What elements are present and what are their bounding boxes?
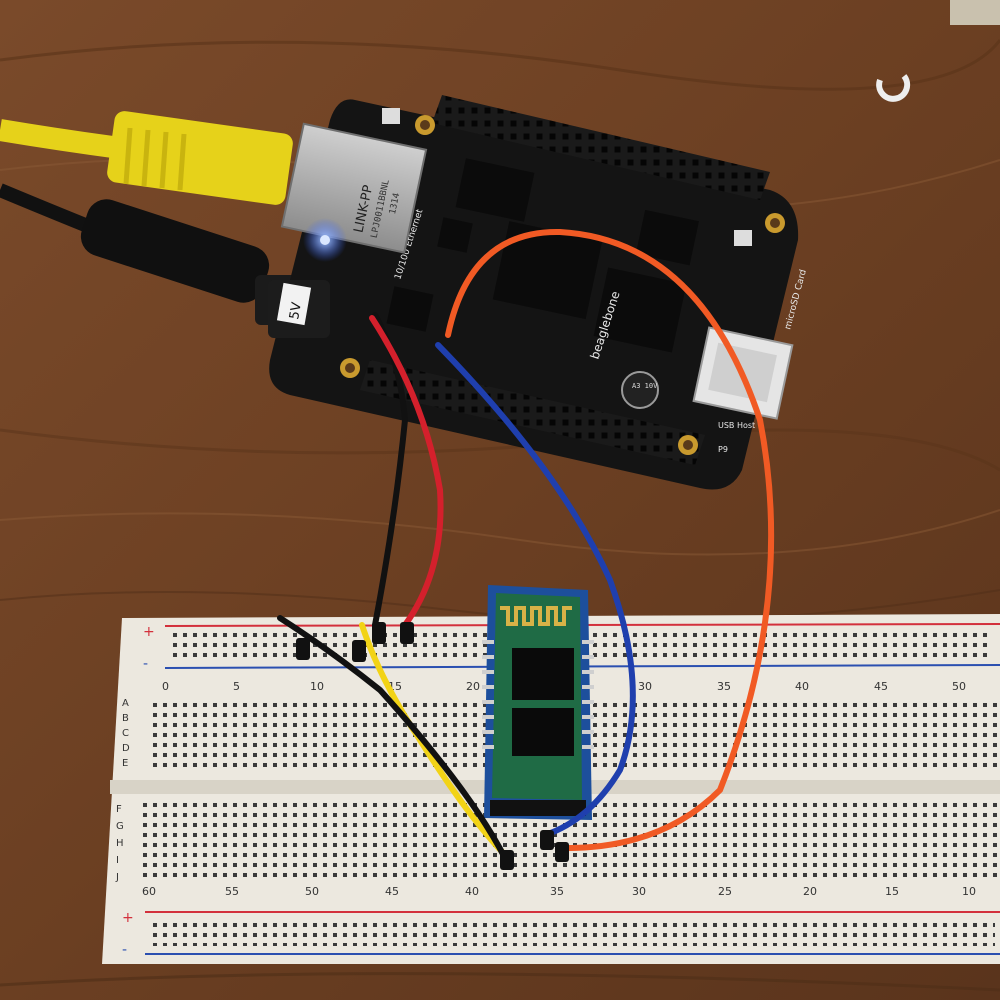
svg-text:C: C xyxy=(122,728,129,739)
wire-tip xyxy=(540,830,554,850)
reset-button xyxy=(382,108,400,124)
svg-text:45: 45 xyxy=(874,680,888,693)
rail-plus-top: + xyxy=(143,624,155,640)
wire-red-power xyxy=(369,315,444,628)
wire-tip xyxy=(296,638,310,660)
svg-text:5: 5 xyxy=(233,680,240,693)
svg-text:I: I xyxy=(116,855,119,866)
wire-tip xyxy=(500,850,514,870)
rail-minus-top: - xyxy=(143,656,148,672)
small-chip xyxy=(386,286,434,332)
svg-text:J: J xyxy=(115,872,119,883)
wire-black-ground xyxy=(277,615,508,861)
svg-text:50: 50 xyxy=(952,680,966,693)
svg-text:50: 50 xyxy=(305,885,319,898)
svg-text:30: 30 xyxy=(632,885,646,898)
pin-header xyxy=(490,800,586,816)
svg-text:40: 40 xyxy=(795,680,809,693)
header-p8 xyxy=(432,95,770,200)
plastic-clip xyxy=(876,74,911,102)
rail-minus-bottom: - xyxy=(122,942,127,958)
svg-text:60: 60 xyxy=(142,885,156,898)
svg-text:0: 0 xyxy=(162,680,169,693)
processor-chip xyxy=(492,221,603,320)
wire-tip xyxy=(372,622,386,644)
row-letters-top: A B C D E xyxy=(122,698,130,769)
svg-text:30: 30 xyxy=(638,680,652,693)
svg-text:55: 55 xyxy=(225,885,239,898)
power-tag: 5V xyxy=(287,301,305,321)
svg-text:20: 20 xyxy=(466,680,480,693)
row-letters-bottom: F G H I J xyxy=(115,804,124,883)
small-chip xyxy=(437,217,473,253)
wire-blue-signal xyxy=(435,342,636,838)
capacitor-label: A3 10V xyxy=(632,382,658,390)
memory-chip xyxy=(593,267,687,353)
svg-text:E: E xyxy=(122,758,128,769)
svg-text:45: 45 xyxy=(385,885,399,898)
svg-text:F: F xyxy=(116,804,122,815)
barrel-jack: 5V xyxy=(268,280,330,338)
svg-text:35: 35 xyxy=(717,680,731,693)
svg-text:20: 20 xyxy=(803,885,817,898)
bt-chip xyxy=(512,648,574,700)
pmic-chip xyxy=(455,158,535,222)
wire-tip xyxy=(352,640,366,662)
svg-text:H: H xyxy=(116,838,124,849)
svg-text:15: 15 xyxy=(885,885,899,898)
wire-tip xyxy=(555,842,569,862)
jack-code: 1314 xyxy=(388,192,402,215)
svg-text:A: A xyxy=(122,698,129,709)
jumper-wires xyxy=(277,228,775,870)
svg-text:G: G xyxy=(116,821,124,832)
wire-orange-signal xyxy=(445,228,775,852)
emmc-chip xyxy=(635,209,699,266)
header-p9 xyxy=(360,360,705,465)
wire-tip xyxy=(400,622,414,644)
svg-text:35: 35 xyxy=(550,885,564,898)
bluetooth-module xyxy=(482,585,594,820)
ethernet-cable xyxy=(0,111,293,205)
svg-text:B: B xyxy=(122,713,129,724)
flash-chip xyxy=(512,708,574,756)
svg-text:10: 10 xyxy=(962,885,976,898)
svg-text:25: 25 xyxy=(718,885,732,898)
svg-text:10: 10 xyxy=(310,680,324,693)
antenna-trace xyxy=(500,606,572,626)
svg-text:40: 40 xyxy=(465,885,479,898)
column-numbers-bottom: 60 55 50 45 40 35 30 25 20 15 10 xyxy=(142,885,976,898)
boot-button xyxy=(734,230,752,246)
silk-p9: P9 xyxy=(718,445,728,454)
corner-object xyxy=(950,0,1000,25)
capacitor xyxy=(621,371,659,409)
rail-plus-bottom: + xyxy=(122,910,134,926)
silk-usb-host: USB Host xyxy=(718,421,755,430)
svg-text:D: D xyxy=(122,743,130,754)
